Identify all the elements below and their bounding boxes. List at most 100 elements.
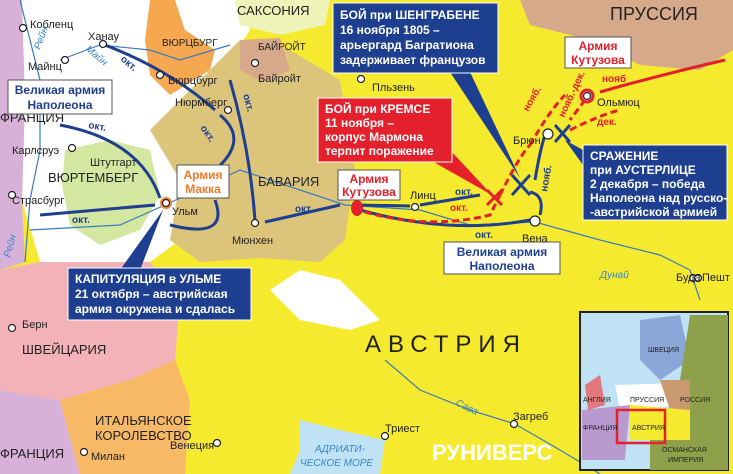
napoleon-routes (39, 43, 547, 231)
svg-text:ИМПЕРИЯ: ИМПЕРИЯ (668, 457, 703, 464)
city-label: Мюнхен (232, 235, 273, 247)
label-saxony: САКСОНИЯ (237, 3, 310, 18)
city-dot (7, 190, 17, 200)
inset-map: ШВЕЦИЯ АНГЛИЯ ПРУССИЯ РОССИЯ ФРАНЦИЯ АВС… (579, 311, 729, 471)
city-dot (161, 198, 171, 208)
city-dot (250, 218, 260, 228)
svg-text:арьергард Багратиона: арьергард Багратиона (340, 38, 474, 52)
river-rhine (19, 0, 41, 263)
region-adriatic (290, 420, 385, 474)
svg-text:Армия: Армия (578, 39, 617, 53)
battle-cross-schongrabern (510, 173, 532, 197)
city-dot (60, 55, 70, 65)
svg-text:Наполеона: Наполеона (469, 259, 534, 273)
region-prussia (520, 0, 733, 70)
svg-text:ФРАНЦИЯ: ФРАНЦИЯ (583, 425, 618, 432)
svg-text:АНГЛИЯ: АНГЛИЯ (583, 397, 611, 404)
svg-text:окт.: окт. (450, 203, 468, 214)
svg-text:окт.: окт. (87, 120, 107, 134)
svg-text:задерживает французов: задерживает французов (340, 53, 485, 67)
city-dot (356, 74, 366, 84)
city-label: Ольмюц (597, 97, 640, 109)
city-label: Нюрмберг (175, 97, 227, 109)
label-sea-1: АДРИАТИ- (314, 444, 366, 455)
river-sava (384, 359, 601, 474)
label-italy-2: КОРОЛЕВСТВО (95, 428, 192, 443)
svg-text:11 ноября –: 11 ноября – (325, 116, 394, 130)
city-dot (7, 323, 17, 333)
label-france-south: ФРАНЦИЯ (0, 446, 64, 461)
svg-text:окт.: окт. (240, 93, 255, 113)
callout-krems: БОЙ при КРЕМСЕ 11 ноября – корпус Мармон… (317, 97, 492, 195)
city-label: Буда (676, 272, 702, 284)
label-bavaria: БАВАРИЯ (258, 174, 319, 189)
svg-text:СРАЖЕНИЕ: СРАЖЕНИЕ (590, 149, 658, 163)
city-dot (542, 128, 554, 140)
city-label: Милан (91, 451, 125, 463)
river-main (59, 44, 231, 61)
svg-text:Кутузова: Кутузова (571, 53, 625, 67)
svg-text:окт.: окт. (455, 187, 473, 198)
city-dot (98, 39, 108, 49)
svg-text:Великая армия: Великая армия (15, 83, 105, 97)
city-dot (67, 143, 77, 153)
city-label: Загреб (513, 411, 548, 423)
svg-text:Наполеона: Наполеона (27, 98, 92, 112)
label-sea-2: ЧЕСКОЕ МОРЕ (300, 458, 373, 469)
region-salzburg-white (270, 270, 380, 330)
city-label: Штутгарт (90, 157, 137, 169)
river-danube (29, 169, 701, 301)
label-wurzburg: ВЮРЦБУРГ (162, 38, 218, 49)
city-dot (509, 419, 519, 429)
svg-text:Наполеона над русско-: Наполеона над русско- (590, 191, 727, 205)
city-label: Пльзень (372, 82, 415, 94)
army-label-kutuzov-center: Армия Кутузова (337, 169, 401, 201)
logo-runivers: РУНИВЕРС (432, 440, 552, 465)
svg-text:Армия: Армия (349, 172, 388, 186)
svg-text:ОСМАНСКАЯ: ОСМАНСКАЯ (662, 447, 707, 454)
callout-schongrabern: БОЙ при ШЕНГРАБЕНЕ 16 ноября 1805 – арье… (332, 2, 520, 178)
svg-text:Кутузова: Кутузова (342, 185, 396, 199)
army-label-napoleon-bottom: Великая армия Наполеона (443, 241, 561, 275)
city-label: Берн (22, 319, 48, 331)
label-italy-1: ИТАЛЬЯНСКОЕ (95, 413, 192, 428)
city-label: Пешт (702, 272, 730, 284)
svg-text:БОЙ при ШЕНГРАБЕНЕ: БОЙ при ШЕНГРАБЕНЕ (340, 7, 480, 22)
label-wurttemberg: ВЮРТЕМБЕРГ (48, 170, 138, 185)
city-label: Триест (385, 423, 420, 435)
svg-text:нояб: нояб (602, 73, 626, 85)
kutuzov-routes (364, 58, 726, 224)
svg-text:армия окружена и сдалась: армия окружена и сдалась (75, 302, 235, 316)
city-dot (79, 447, 89, 457)
city-label: Майнц (28, 61, 63, 73)
svg-text:окт.: окт. (72, 215, 90, 226)
region-bayreuth (240, 38, 290, 82)
svg-text:дек.: дек. (597, 117, 617, 128)
svg-text:Макка: Макка (185, 182, 221, 196)
label-austria: АВСТРИЯ (365, 331, 527, 358)
city-label: Вюрцбург (168, 75, 218, 87)
region-italy (60, 360, 190, 474)
city-label: Брюн (513, 135, 541, 147)
city-label: Ульм (172, 206, 198, 218)
city-label: Кобленц (30, 19, 74, 31)
svg-text:Армия: Армия (183, 168, 222, 182)
svg-text:АВСТРИЯ: АВСТРИЯ (632, 425, 665, 432)
label-bayreuth: БАЙРОЙТ (258, 40, 306, 53)
svg-text:2 декабря – победа: 2 декабря – победа (590, 177, 705, 191)
city-dot (693, 273, 703, 283)
city-label: Страсбург (12, 195, 64, 207)
region-saxony (235, 0, 330, 35)
callout-austerlitz: СРАЖЕНИЕ при АУСТЕРЛИЦЕ 2 декабря – побе… (565, 140, 728, 221)
city-dot (212, 438, 222, 448)
svg-text:-австрийской армией: -австрийской армией (590, 205, 717, 219)
city-dot (18, 23, 28, 33)
svg-text:терпит поражение: терпит поражение (325, 144, 434, 158)
svg-text:окт.: окт. (295, 204, 313, 215)
callout-ulm: КАПИТУЛЯЦИЯ в УЛЬМЕ 21 октября – австрий… (67, 210, 252, 321)
city-label: Венеция (170, 440, 214, 452)
svg-text:РОССИЯ: РОССИЯ (680, 397, 710, 404)
city-dot (582, 91, 592, 101)
svg-text:корпус Мармона: корпус Мармона (325, 130, 423, 144)
